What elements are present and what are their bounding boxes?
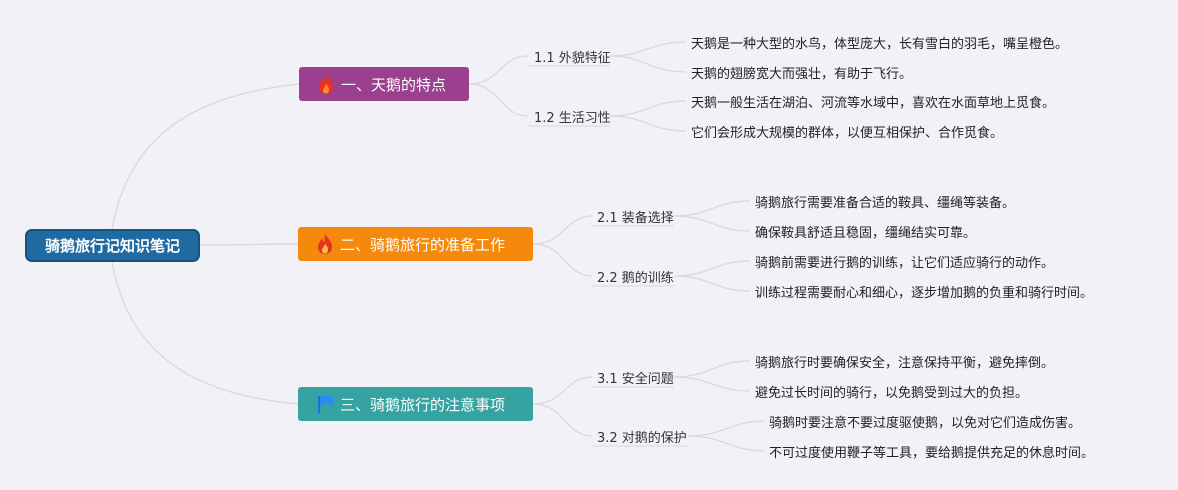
root-topic[interactable]: 骑鹅旅行记知识笔记 xyxy=(25,229,200,262)
leaf-item[interactable]: 天鹅是一种大型的水鸟，体型庞大，长有雪白的羽毛，嘴呈橙色。 xyxy=(691,37,1069,52)
branch-topic-2[interactable]: 二、骑鹅旅行的准备工作 xyxy=(298,227,533,261)
leaf-item[interactable]: 训练过程需要耐心和细心，逐步增加鹅的负重和骑行时间。 xyxy=(755,286,1094,301)
leaf-item[interactable]: 骑鹅旅行需要准备合适的鞍具、缰绳等装备。 xyxy=(755,196,1016,211)
leaf-item[interactable]: 骑鹅前需要进行鹅的训练，让它们适应骑行的动作。 xyxy=(755,256,1055,271)
leaf-item[interactable]: 确保鞍具舒适且稳固，缰绳结实可靠。 xyxy=(755,226,977,241)
leaf-item[interactable]: 不可过度使用鞭子等工具，要给鹅提供充足的休息时间。 xyxy=(769,446,1095,461)
subtopic-1-1[interactable]: 1.1 外貌特征 xyxy=(534,51,611,66)
subtopic-1-2[interactable]: 1.2 生活习性 xyxy=(534,111,611,126)
leaf-item[interactable]: 天鹅的翅膀宽大而强壮，有助于飞行。 xyxy=(691,67,913,82)
flag-icon xyxy=(318,396,333,413)
fire-icon xyxy=(318,234,332,254)
branch-topic-3[interactable]: 三、骑鹅旅行的注意事项 xyxy=(298,387,533,421)
leaf-item[interactable]: 避免过长时间的骑行，以免鹅受到过大的负担。 xyxy=(755,386,1029,401)
branch-topic-3-label: 三、骑鹅旅行的注意事项 xyxy=(340,395,506,414)
root-topic-label: 骑鹅旅行记知识笔记 xyxy=(44,237,180,255)
leaf-item[interactable]: 天鹅一般生活在湖泊、河流等水域中，喜欢在水面草地上觅食。 xyxy=(691,96,1056,111)
fire-icon xyxy=(319,74,333,94)
branch-topic-1-label: 一、天鹅的特点 xyxy=(341,75,447,94)
subtopic-2-1[interactable]: 2.1 装备选择 xyxy=(597,211,674,226)
subtopic-3-1[interactable]: 3.1 安全问题 xyxy=(597,372,674,387)
leaf-item[interactable]: 骑鹅旅行时要确保安全，注意保持平衡，避免摔倒。 xyxy=(755,356,1055,371)
subtopic-3-2[interactable]: 3.2 对鹅的保护 xyxy=(597,431,687,446)
leaf-item[interactable]: 它们会形成大规模的群体，以便互相保护、合作觅食。 xyxy=(691,126,1004,141)
leaf-item[interactable]: 骑鹅时要注意不要过度驱使鹅，以免对它们造成伤害。 xyxy=(769,416,1082,431)
subtopic-2-2[interactable]: 2.2 鹅的训练 xyxy=(597,271,674,286)
branch-topic-2-label: 二、骑鹅旅行的准备工作 xyxy=(340,235,506,254)
branch-topic-1[interactable]: 一、天鹅的特点 xyxy=(299,67,469,101)
